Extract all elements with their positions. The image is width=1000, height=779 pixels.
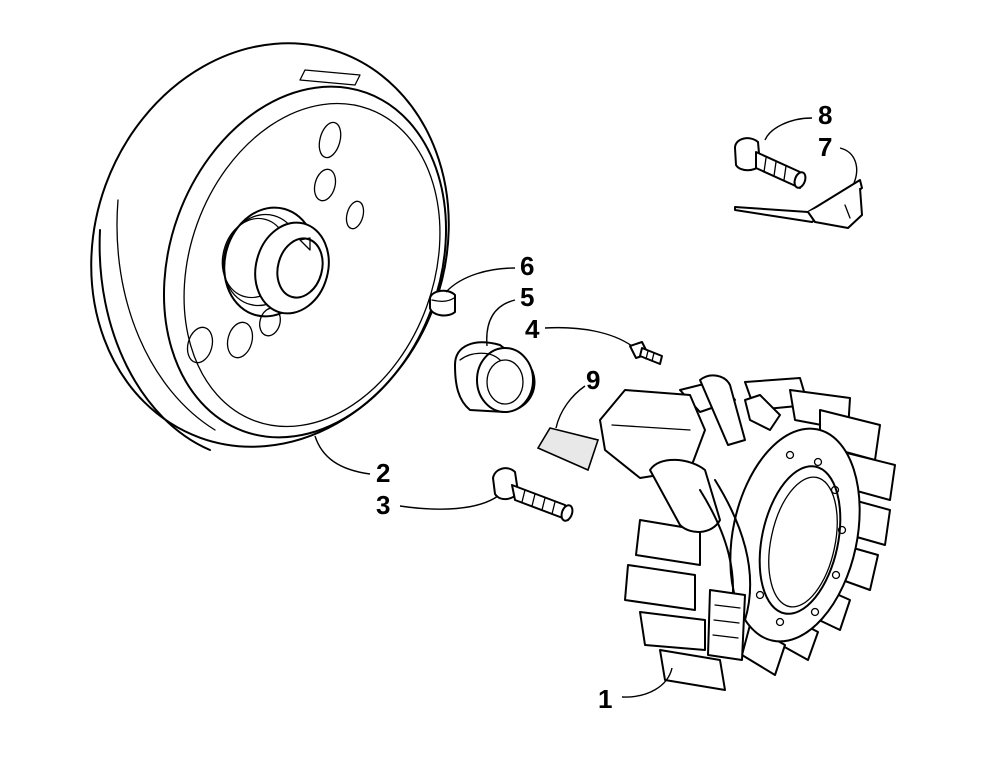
callout-8: 8 bbox=[818, 100, 832, 130]
leader-5 bbox=[486, 299, 516, 347]
leader-6 bbox=[445, 267, 516, 293]
pad-part[interactable] bbox=[536, 427, 600, 472]
leader-8 bbox=[764, 117, 813, 141]
callout-2: 2 bbox=[376, 458, 390, 488]
flange-bolt-part[interactable] bbox=[734, 137, 807, 189]
key-part[interactable] bbox=[429, 289, 456, 317]
bolt-part[interactable] bbox=[492, 467, 574, 522]
leader-4 bbox=[544, 326, 633, 347]
clip-part[interactable] bbox=[734, 179, 863, 229]
leader-7 bbox=[839, 147, 858, 184]
callout-4: 4 bbox=[525, 314, 540, 344]
leader-2 bbox=[314, 435, 371, 475]
leader-9 bbox=[555, 385, 586, 429]
stator-part[interactable] bbox=[599, 374, 896, 691]
flywheel-part[interactable] bbox=[35, 0, 504, 497]
callout-3: 3 bbox=[376, 490, 390, 520]
screw-part[interactable] bbox=[629, 341, 663, 365]
leader-lines bbox=[314, 117, 858, 698]
callout-9: 9 bbox=[586, 365, 600, 395]
bushing-part[interactable] bbox=[454, 341, 536, 413]
callout-labels: 1 2 3 4 5 6 7 8 9 bbox=[376, 100, 832, 714]
callout-1: 1 bbox=[598, 684, 612, 714]
callout-7: 7 bbox=[818, 132, 832, 162]
leader-1 bbox=[621, 667, 673, 698]
callout-5: 5 bbox=[520, 282, 534, 312]
leader-3 bbox=[399, 495, 499, 510]
callout-6: 6 bbox=[520, 251, 534, 281]
